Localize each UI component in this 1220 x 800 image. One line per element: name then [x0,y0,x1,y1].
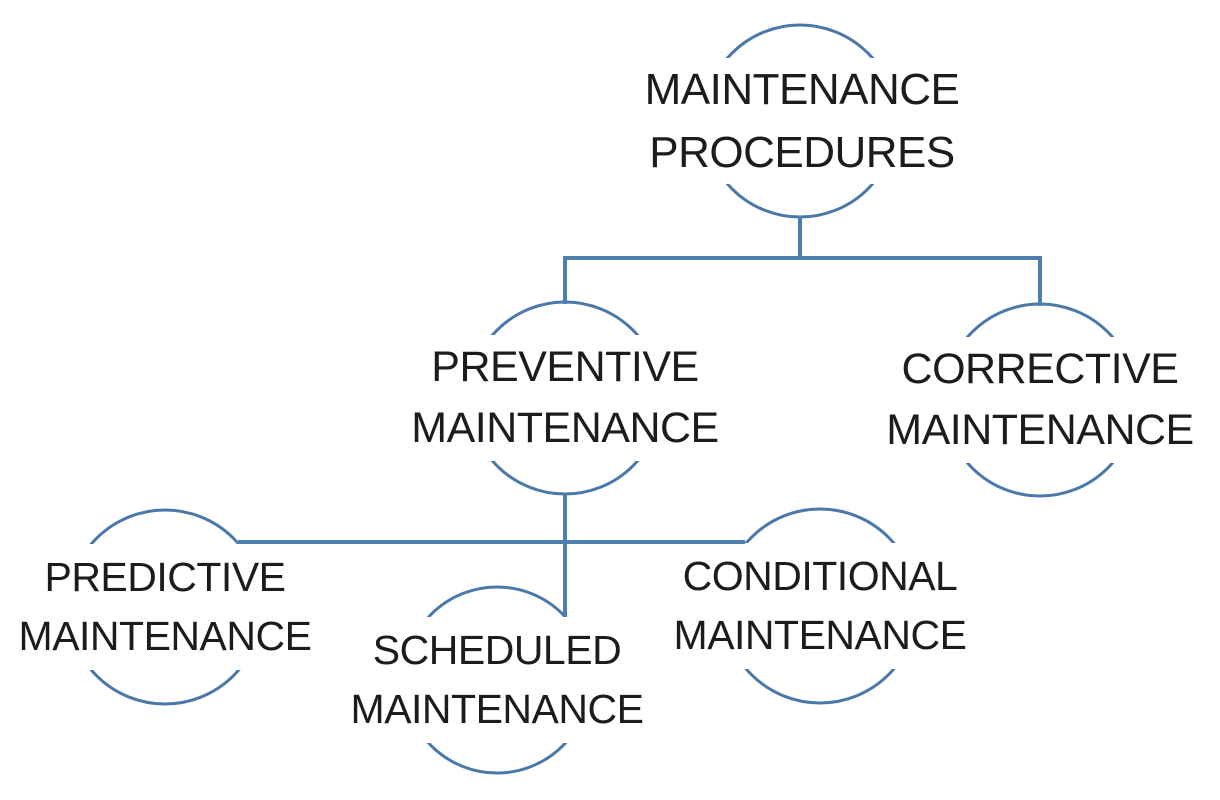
node-label-line: MAINTENANCE [18,613,312,659]
label-backdrop-corrective-maintenance [865,337,1215,463]
node-label-line: PREDICTIVE [44,554,286,600]
label-backdrop-conditional-maintenance [645,543,995,669]
node-label-line: PREVENTIVE [431,343,699,391]
label-backdrop-scheduled-maintenance [327,617,667,743]
node-label-line: MAINTENANCE [644,65,960,114]
node-label-line: CONDITIONAL [682,553,958,599]
node-label-scheduled-maintenance: SCHEDULED MAINTENANCE [351,621,644,739]
node-label-corrective-maintenance: CORRECTIVE MAINTENANCE [886,339,1194,461]
node-label-preventive-maintenance: PREVENTIVE MAINTENANCE [411,337,719,459]
node-label-line: MAINTENANCE [350,686,644,732]
label-backdrop-predictive-maintenance [0,544,340,670]
connector-root-to-level2 [563,256,1042,306]
node-label-predictive-maintenance: PREDICTIVE MAINTENANCE [19,548,312,666]
node-label-conditional-maintenance: CONDITIONAL MAINTENANCE [674,547,967,665]
node-label-line: MAINTENANCE [886,406,1194,454]
node-label-maintenance-procedures: MAINTENANCE PROCEDURES [645,58,960,184]
node-label-line: PROCEDURES [649,128,955,177]
node-label-line: CORRECTIVE [901,345,1179,393]
label-backdrop-preventive-maintenance [390,335,740,461]
node-label-line: MAINTENANCE [673,612,967,658]
node-label-line: SCHEDULED [372,627,622,673]
label-backdrop-maintenance-procedures [615,58,985,184]
node-label-line: MAINTENANCE [411,404,719,452]
